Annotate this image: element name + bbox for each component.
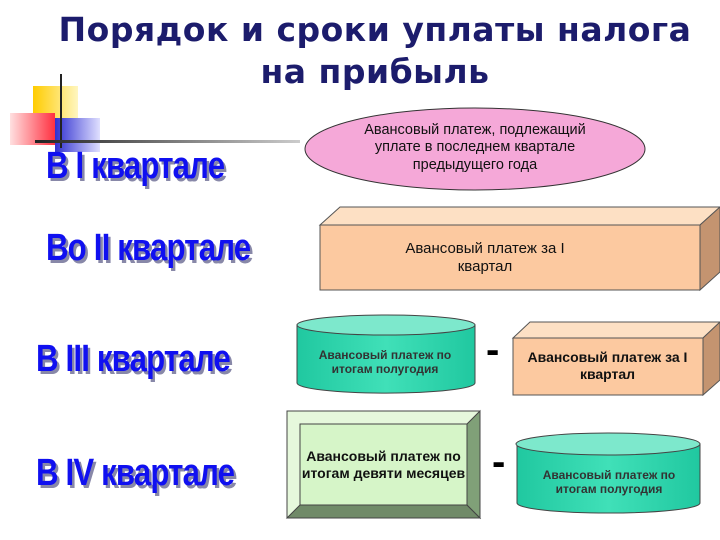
title-line1: Порядок и сроки уплаты налога	[58, 10, 692, 49]
quarter-1-label: В I квартале	[46, 145, 225, 187]
ellipse-text: Авансовый платеж, подлежащий уплате в по…	[364, 121, 586, 173]
cylinder-q4-text: Авансовый платеж по итогам полугодия	[542, 467, 676, 496]
bevel-shape-q4	[285, 409, 482, 520]
quarter-3-label: В III квартале	[36, 338, 231, 380]
box-shape-q2	[318, 206, 720, 292]
cylinder-q3-text: Авансовый платеж по итогам полугодия	[318, 347, 452, 376]
ellipse-shape	[304, 107, 646, 191]
quarter-2-label: Во II квартале	[46, 227, 251, 269]
cylinder-shape-q4	[515, 432, 701, 514]
minus-q3: -	[486, 328, 500, 372]
box-shape-q3	[511, 321, 720, 397]
bevel-q4-text: Авансовый платеж по итогам девяти месяце…	[301, 448, 466, 481]
decorative-squares	[10, 74, 300, 152]
quarter-4-label: В IV квартале	[36, 452, 235, 494]
box-q3-text: Авансовый платеж за I квартал	[527, 349, 688, 382]
box-q2-text: Авансовый платеж за I квартал	[405, 240, 565, 275]
cylinder-shape-q3	[296, 314, 476, 394]
minus-q4: -	[492, 440, 506, 484]
title-line2: на прибыль	[260, 52, 490, 91]
